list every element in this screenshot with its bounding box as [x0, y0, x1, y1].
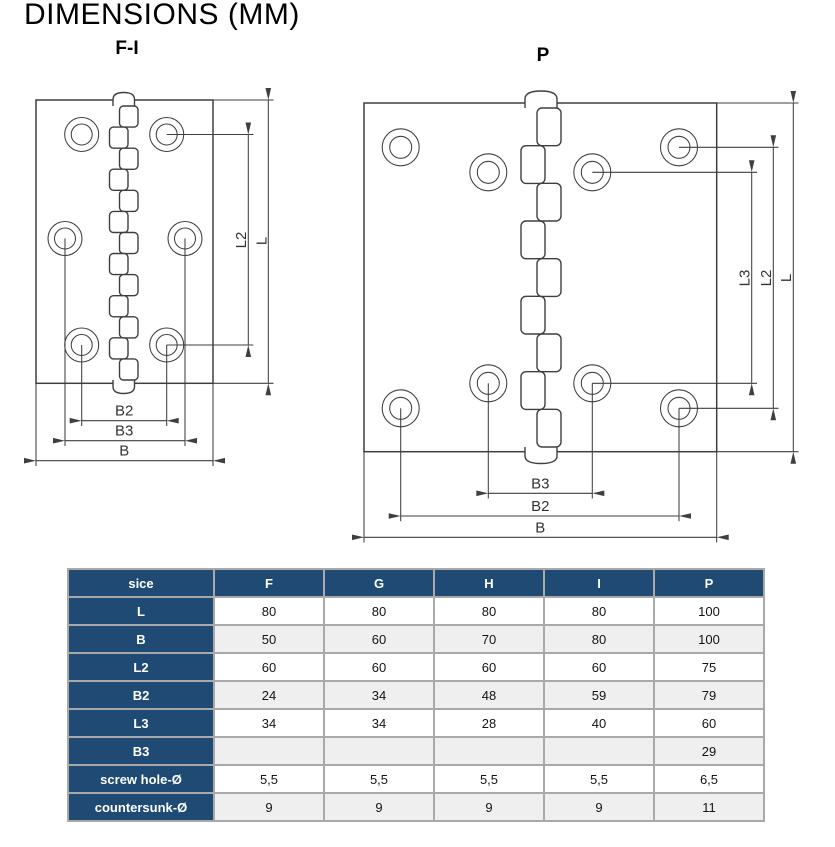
column-header: H	[433, 568, 545, 598]
row-header: countersunk-Ø	[67, 792, 215, 822]
table-cell: 6,5	[653, 764, 765, 794]
table-cell: 60	[433, 652, 545, 682]
table-cell: 100	[653, 596, 765, 626]
column-header: G	[323, 568, 435, 598]
dim-label-b2: B2	[531, 498, 549, 515]
table-cell: 34	[323, 680, 435, 710]
table-cell: 5,5	[543, 764, 655, 794]
table-cell	[433, 736, 545, 766]
table-cell: 5,5	[213, 764, 325, 794]
extension-lines	[35, 99, 274, 466]
diagram-p: P	[352, 45, 799, 543]
table-cell: 11	[653, 792, 765, 822]
corner-header: sice	[67, 568, 215, 598]
column-header: P	[653, 568, 765, 598]
row-header: screw hole-Ø	[67, 764, 215, 794]
diagram-f-i: F-I	[24, 38, 274, 466]
table-cell: 80	[543, 624, 655, 654]
table-cell: 60	[213, 652, 325, 682]
table-cell: 80	[543, 596, 655, 626]
table-cell: 80	[433, 596, 545, 626]
table-cell: 28	[433, 708, 545, 738]
dimension-lines	[24, 88, 272, 464]
extension-lines	[363, 102, 799, 543]
table-cell: 100	[653, 624, 765, 654]
hinge-pin	[108, 91, 139, 395]
table-cell: 75	[653, 652, 765, 682]
table-cell: 40	[543, 708, 655, 738]
table-cell: 9	[543, 792, 655, 822]
row-header: B3	[67, 736, 215, 766]
table-cell: 5,5	[323, 764, 435, 794]
table-cell: 24	[213, 680, 325, 710]
column-header: F	[213, 568, 325, 598]
dim-label-b3: B3	[531, 475, 549, 492]
dim-label-l2: L2	[233, 232, 250, 249]
table-cell: 60	[543, 652, 655, 682]
hinge-dimension-drawing: F-I	[24, 38, 799, 543]
table-cell: 80	[323, 596, 435, 626]
dim-label-b2: B2	[115, 403, 133, 420]
diagram-title-f-i: F-I	[115, 38, 138, 59]
column-header: I	[543, 568, 655, 598]
table-row: B3 29	[67, 736, 765, 766]
table-cell: 70	[433, 624, 545, 654]
dim-label-b3: B3	[115, 423, 133, 440]
dim-label-b: B	[535, 519, 545, 536]
row-header: L2	[67, 652, 215, 682]
table-cell: 80	[213, 596, 325, 626]
dim-label-l2: L2	[758, 270, 775, 287]
table-cell	[323, 736, 435, 766]
table-cell: 5,5	[433, 764, 545, 794]
table-cell: 29	[653, 736, 765, 766]
table-cell: 9	[433, 792, 545, 822]
dim-label-l: L	[254, 237, 271, 245]
dim-label-b: B	[119, 443, 129, 460]
table-cell: 9	[323, 792, 435, 822]
table-cell: 34	[323, 708, 435, 738]
table-cell: 9	[213, 792, 325, 822]
row-header: L3	[67, 708, 215, 738]
table-cell: 50	[213, 624, 325, 654]
dimension-lines	[352, 91, 797, 541]
row-header: L	[67, 596, 215, 626]
hinge-pin	[520, 90, 562, 465]
table-cell: 48	[433, 680, 545, 710]
dim-label-l3: L3	[737, 270, 754, 287]
table-cell: 59	[543, 680, 655, 710]
table-cell: 60	[323, 652, 435, 682]
dim-label-l: L	[778, 274, 795, 282]
table-cell	[543, 736, 655, 766]
page-title: DIMENSIONS (MM)	[24, 0, 300, 31]
table-cell: 60	[653, 708, 765, 738]
diagram-title-p: P	[537, 45, 550, 66]
table-cell	[213, 736, 325, 766]
table-cell: 34	[213, 708, 325, 738]
row-header: B	[67, 624, 215, 654]
table-cell: 60	[323, 624, 435, 654]
table-cell: 79	[653, 680, 765, 710]
row-header: B2	[67, 680, 215, 710]
